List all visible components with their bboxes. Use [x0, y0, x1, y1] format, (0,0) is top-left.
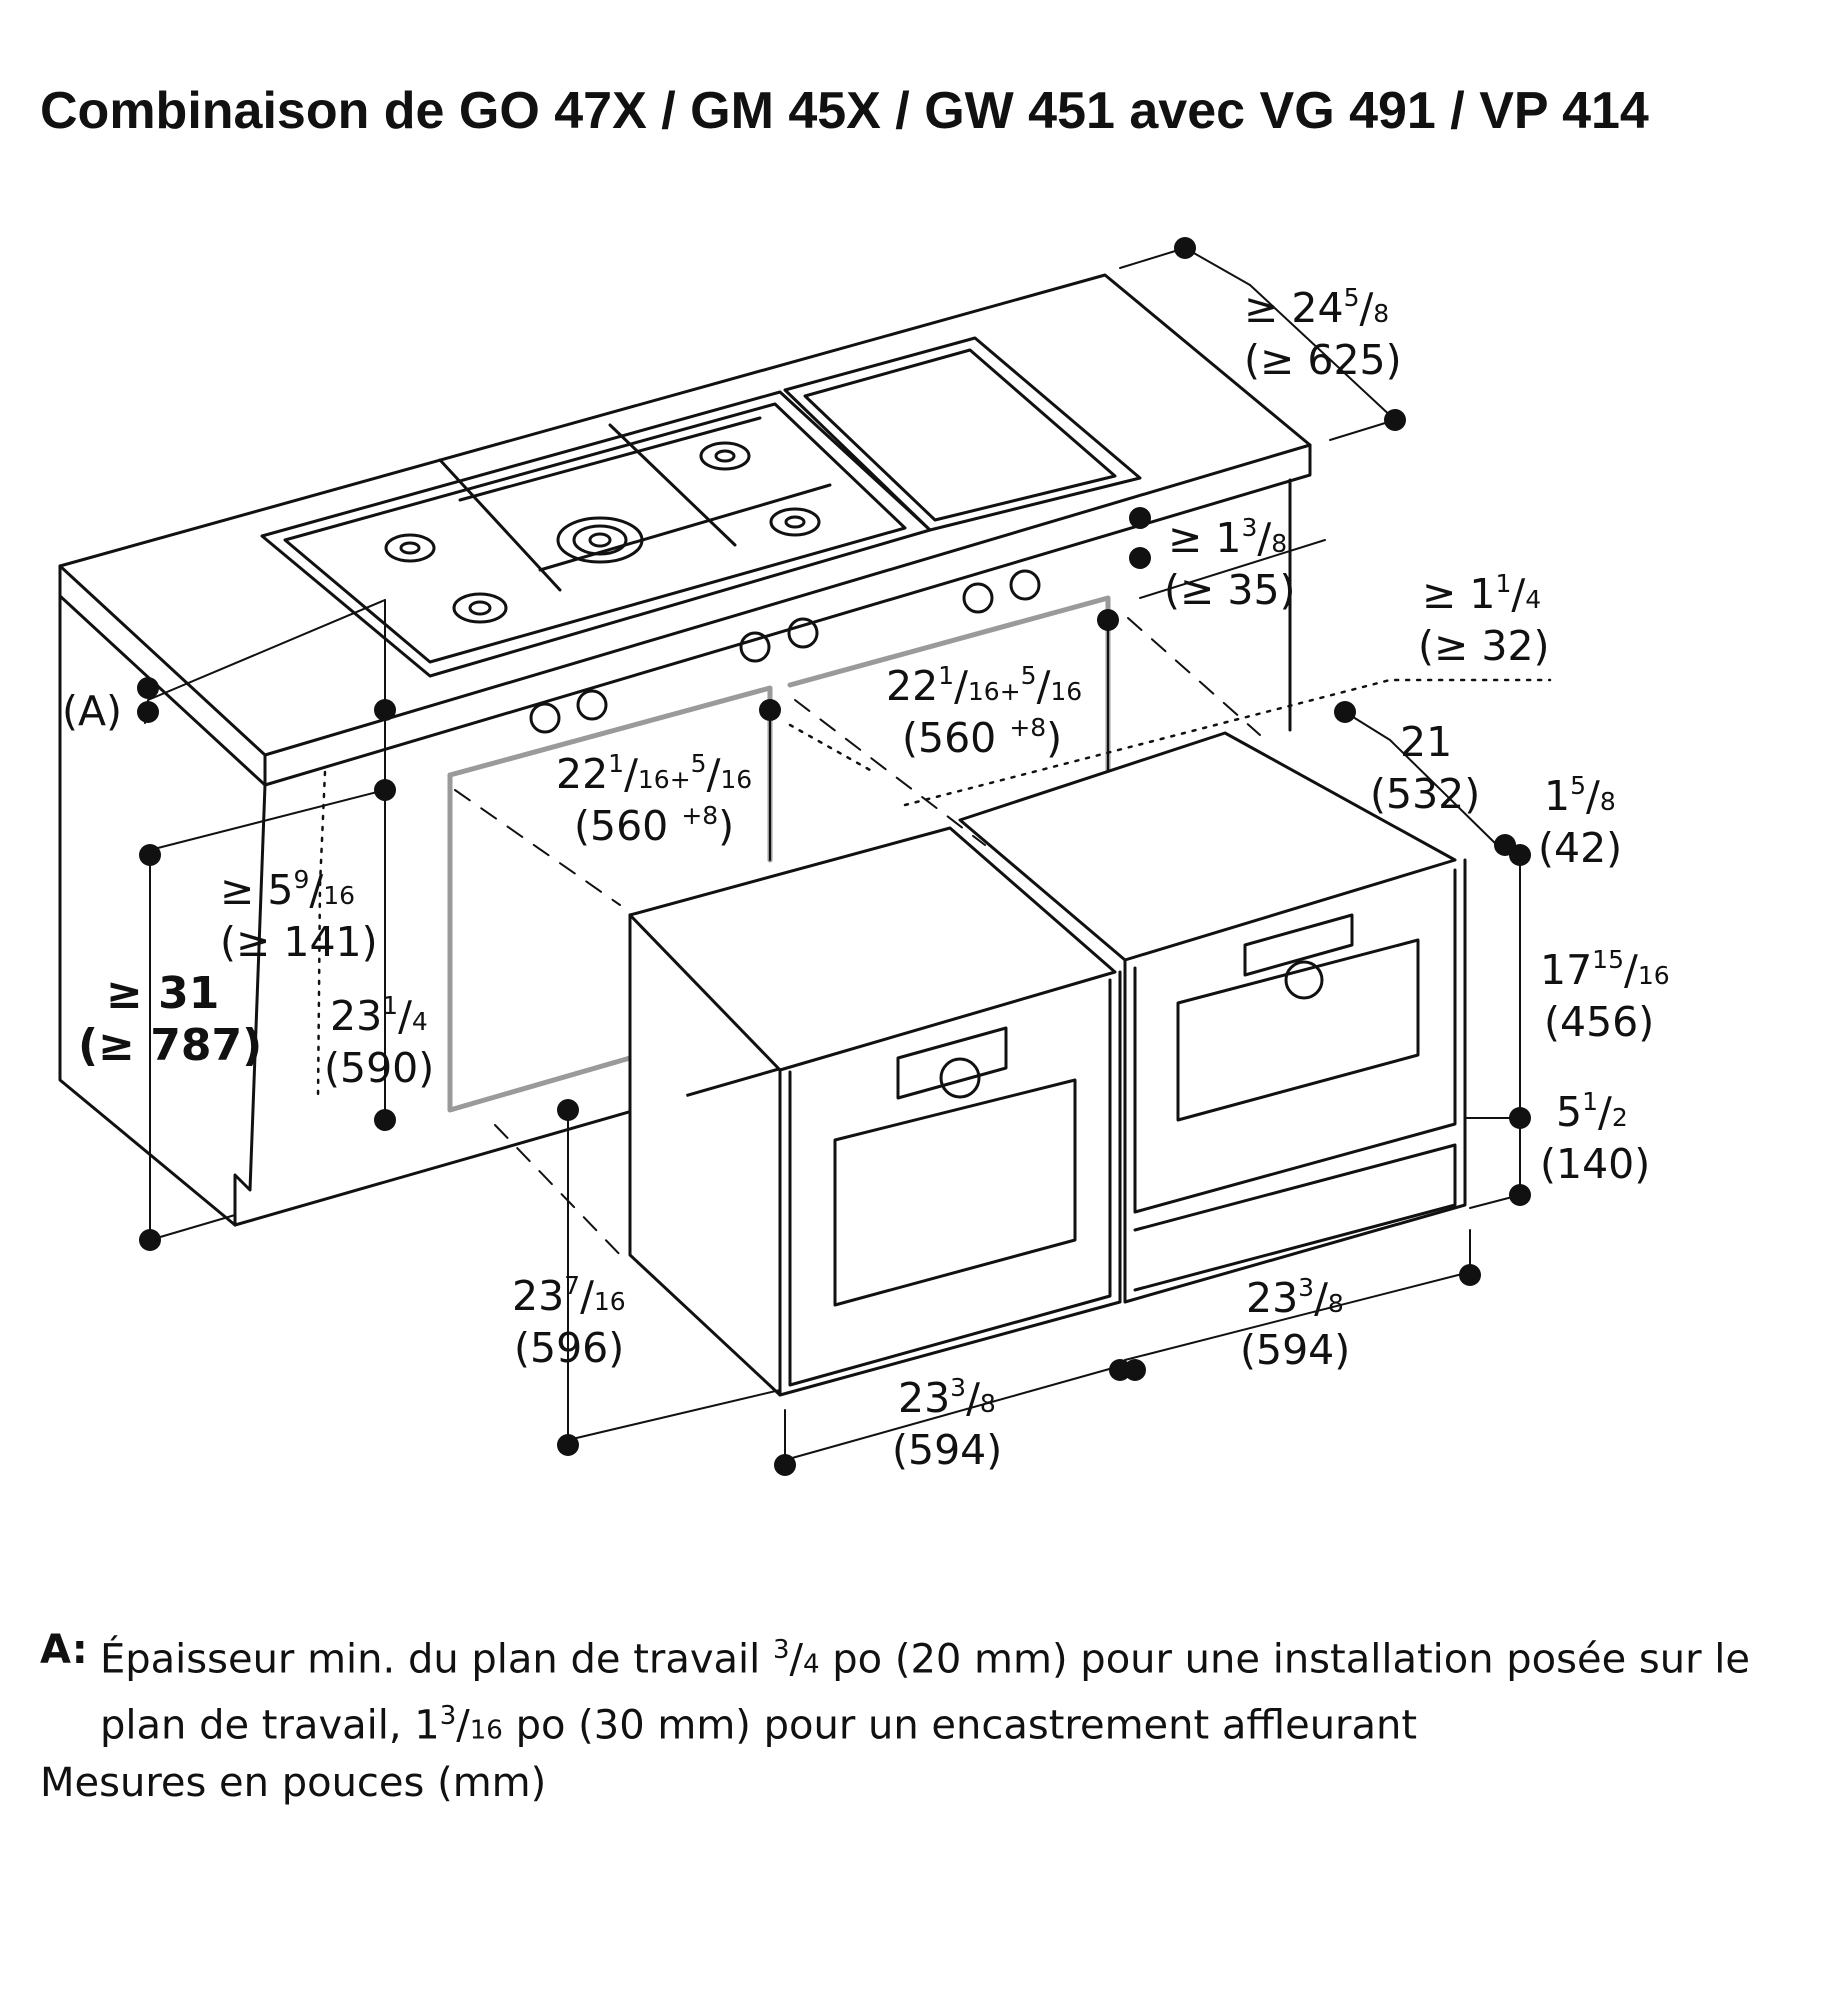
- dim-unit-depth-metric: (532): [1370, 770, 1480, 818]
- dim-niche-right-metric: (560 +8): [902, 713, 1062, 762]
- oven-handle-icon: [1284, 960, 1324, 1000]
- burner-front-left-icon: [452, 592, 508, 624]
- dim-drawer-height: 51/2: [1556, 1087, 1628, 1136]
- knob-icon: [787, 617, 819, 649]
- dim-niche-left-metric: (560 +8): [574, 801, 734, 850]
- dim-width-left-metric: (594): [892, 1426, 1002, 1474]
- dim-top-gap-metric: (≥ 35): [1164, 566, 1296, 614]
- dim-upper-height-metric: (456): [1544, 998, 1654, 1046]
- dim-top-gap: ≥ 13/8: [1168, 513, 1287, 562]
- dim-front-proj-metric: (42): [1538, 824, 1622, 872]
- knob-icon: [962, 582, 994, 614]
- knob-icon: [739, 631, 771, 663]
- oven-handle-icon: [939, 1057, 981, 1099]
- dim-niche-height: 231/4: [330, 991, 428, 1040]
- oven-left: [628, 826, 1122, 1397]
- page-title: Combinaison de GO 47X / GM 45X / GW 451 …: [40, 82, 1649, 140]
- knob-icon: [1009, 569, 1041, 601]
- dim-width-right-metric: (594): [1240, 1326, 1350, 1374]
- dim-front-proj: 15/8: [1544, 771, 1616, 820]
- burner-wok-icon: [556, 516, 644, 564]
- burner-rear-left-icon: [384, 533, 436, 563]
- control-knobs: [529, 569, 1041, 734]
- dashed-guides: [454, 617, 1261, 1261]
- griddle: [783, 336, 1142, 532]
- dim-side-gap: ≥ 59/16: [220, 865, 355, 914]
- footnote: A: Épaisseur min. du plan de travail 3/4…: [40, 1624, 1760, 1809]
- oven-right: [958, 731, 1467, 1304]
- dim-unit-depth: 21: [1400, 718, 1452, 766]
- dim-upper-height: 1715/16: [1540, 945, 1670, 994]
- dim-depth-top: ≥ 245/8: [1244, 283, 1389, 332]
- dim-side-gap-metric: (≥ 141): [220, 918, 378, 966]
- burner-front-right-icon: [769, 507, 821, 537]
- dim-width-right: 233/8: [1246, 1273, 1344, 1322]
- dim-oven-depth: 237/16: [512, 1271, 626, 1320]
- dim-niche-right: 221/16+5/16: [886, 661, 1082, 710]
- callout-a-label: (A): [62, 687, 122, 735]
- dim-drawer-height-metric: (140): [1540, 1140, 1650, 1188]
- dim-rear-gap: ≥ 11/4: [1422, 569, 1541, 618]
- dim-niche-left: 221/16+5/16: [556, 749, 752, 798]
- dim-width-left: 233/8: [898, 1373, 996, 1422]
- knob-icon: [576, 689, 608, 721]
- dim-floor-height: ≥ 31: [106, 968, 219, 1019]
- dimension-lines: [144, 247, 1521, 1461]
- footnote-key: A:: [40, 1627, 88, 1673]
- knob-icon: [529, 702, 561, 734]
- dotted-guides: [316, 678, 1552, 1102]
- dim-niche-height-metric: (590): [324, 1044, 434, 1092]
- dim-floor-height-metric: (≥ 787): [78, 1020, 262, 1071]
- footnote-text: Épaisseur min. du plan de travail 3/4 po…: [100, 1635, 1750, 1749]
- dimension-dots: [137, 237, 1531, 1476]
- dim-rear-gap-metric: (≥ 32): [1418, 622, 1550, 670]
- footnote-a: A: Épaisseur min. du plan de travail 3/4…: [40, 1624, 1760, 1757]
- cabinet: [58, 478, 1292, 1227]
- burner-rear-right-icon: [699, 441, 751, 471]
- units-note: Mesures en pouces (mm): [40, 1759, 547, 1806]
- dim-depth-top-metric: (≥ 625): [1244, 336, 1402, 384]
- dim-oven-depth-metric: (596): [514, 1324, 624, 1372]
